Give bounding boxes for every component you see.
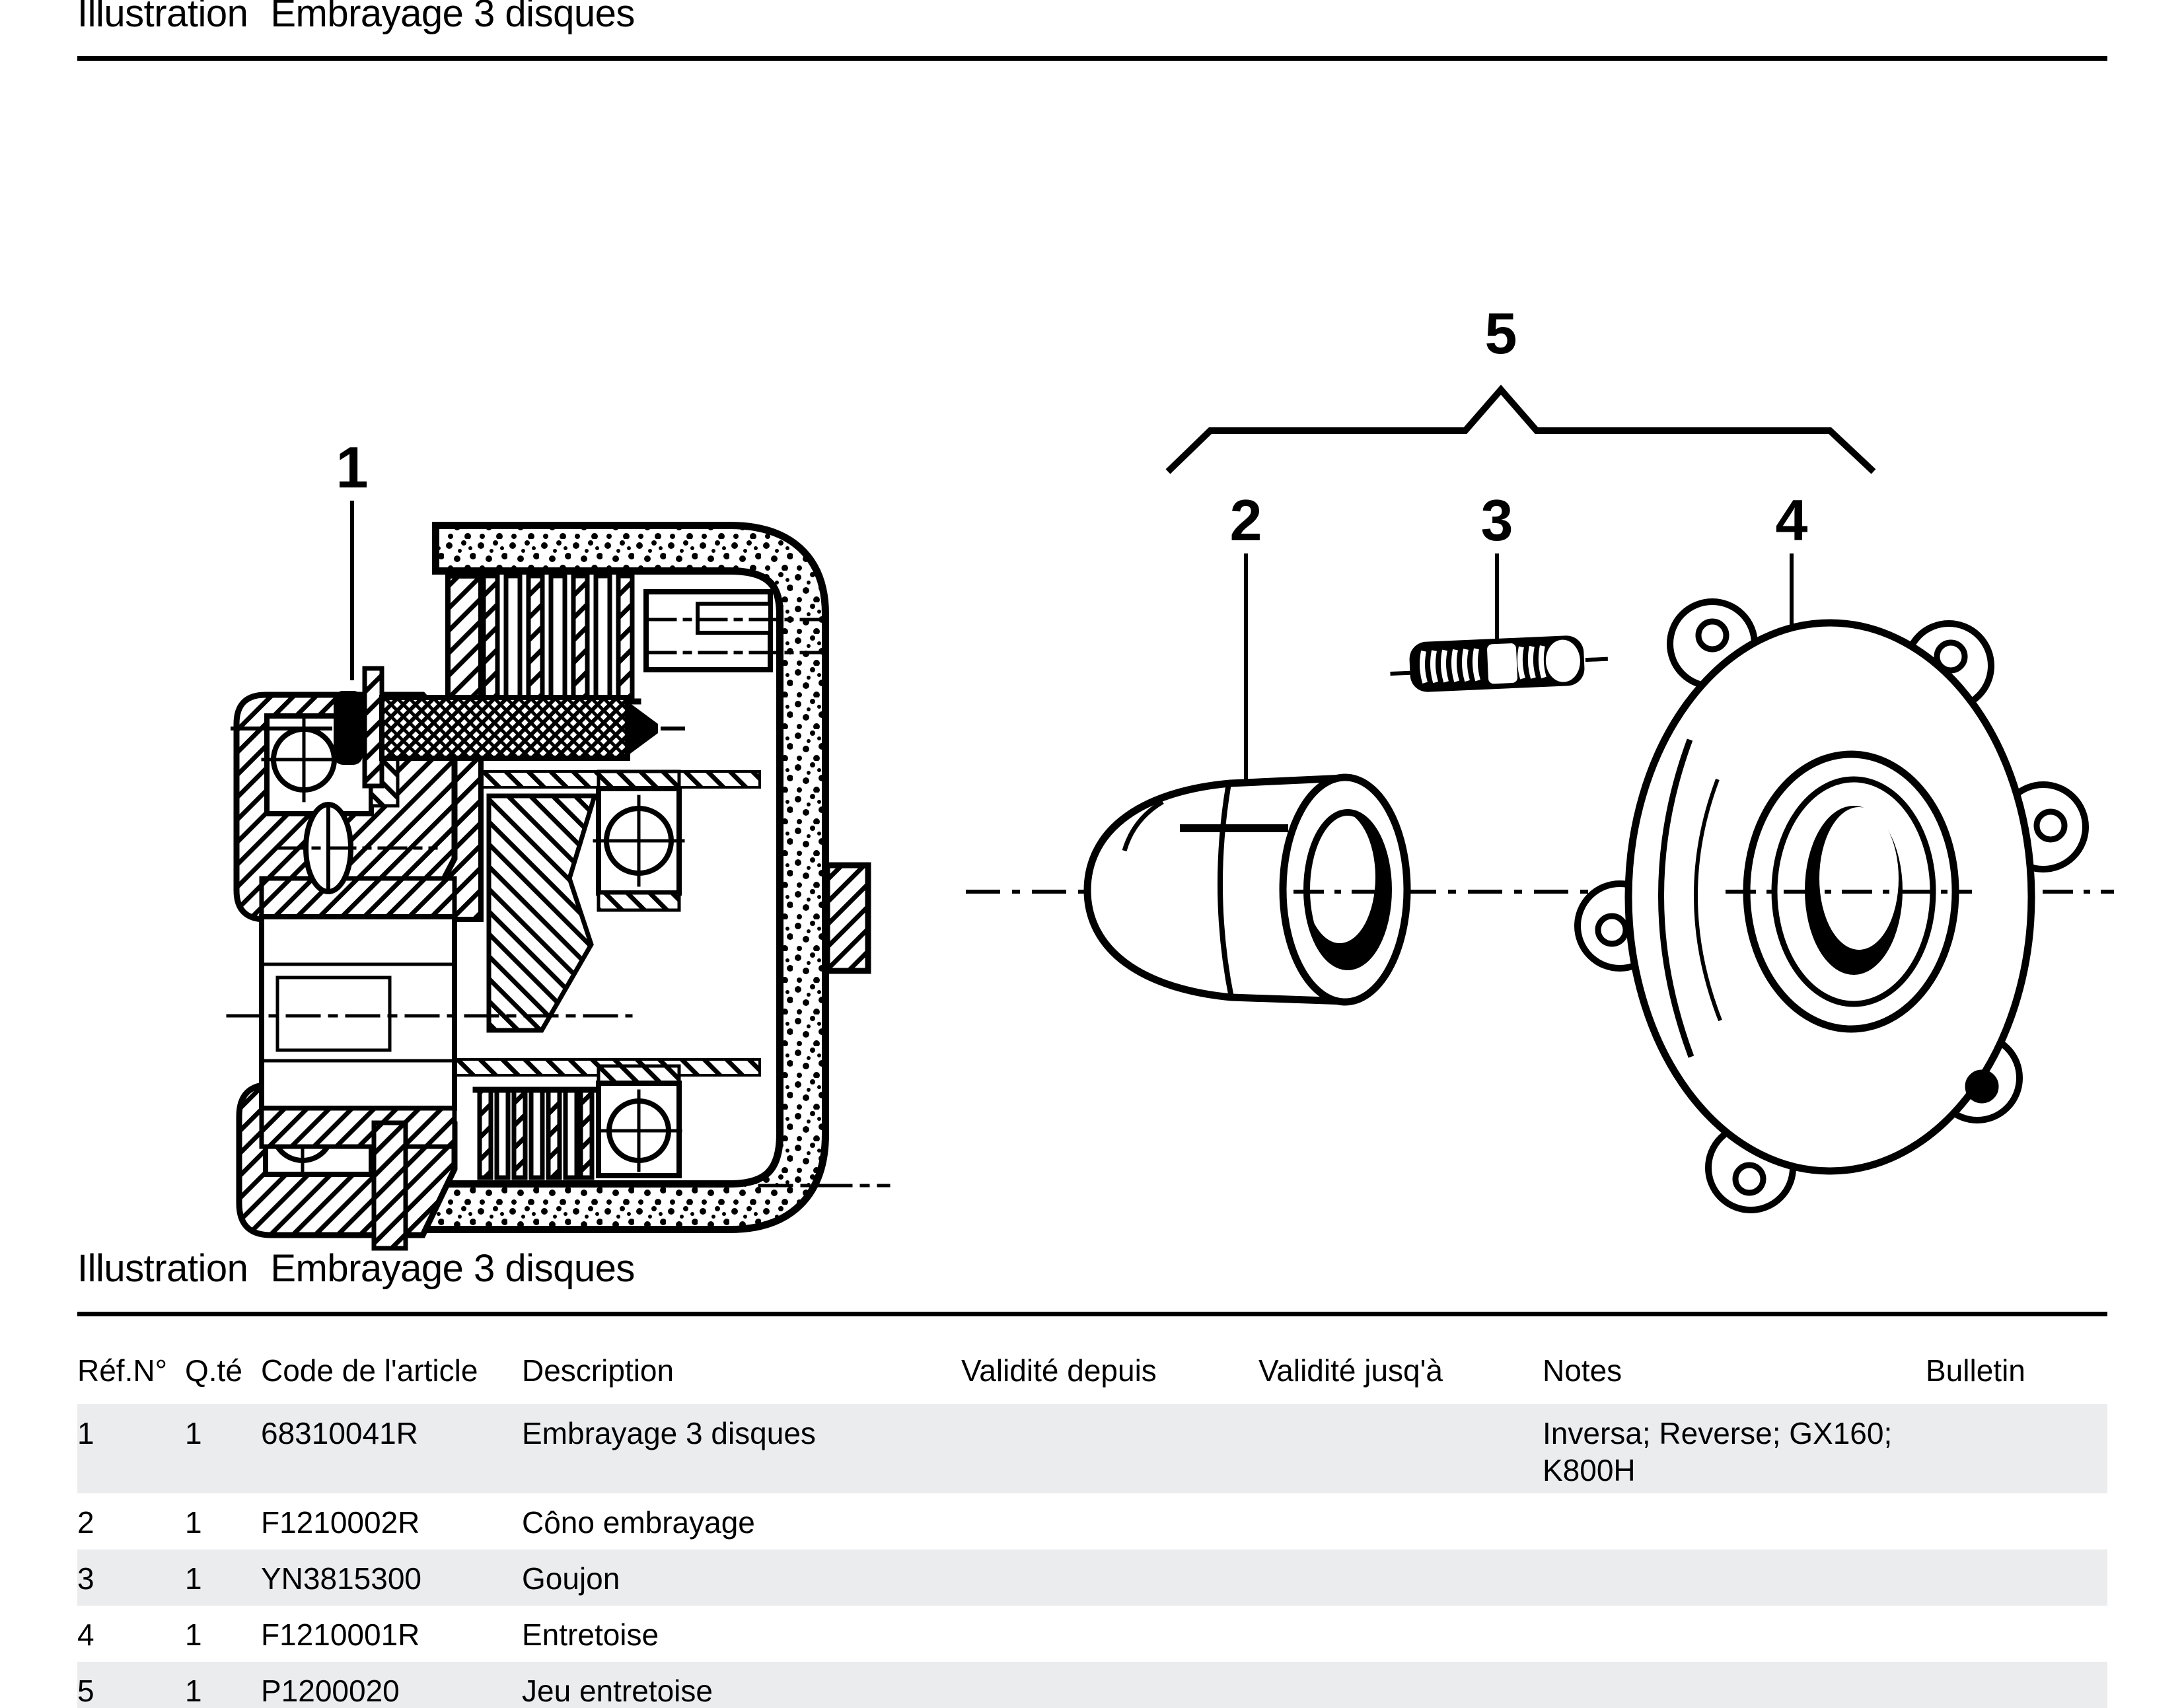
cell-ref: 2 <box>77 1505 94 1540</box>
clutch-disc-stack-top <box>476 573 641 705</box>
col-header-code: Code de l'article <box>261 1353 478 1388</box>
clutch-disc-stack-bottom <box>472 1086 599 1180</box>
callout-1[interactable]: 1 <box>336 435 369 500</box>
cone-drawing <box>1083 773 1411 1006</box>
clutch-bearing-block-upper <box>233 692 458 923</box>
flange-ear-holes <box>1595 618 2068 1196</box>
clutch-assembly-drawing <box>226 522 891 1251</box>
header-divider <box>77 56 2107 61</box>
cell-code: 68310041R <box>261 1416 418 1450</box>
cell-qty: 1 <box>185 1505 202 1540</box>
clutch-pivot-knob <box>275 802 438 894</box>
clutch-bearing-upper-right <box>593 769 685 912</box>
cell-qty: 1 <box>185 1618 202 1652</box>
cell-code: YN3815300 <box>261 1561 421 1596</box>
page-title-subject: Embrayage 3 disques <box>270 0 635 35</box>
cell-qty: 1 <box>185 1674 202 1708</box>
clutch-bolt <box>231 666 685 789</box>
table-divider <box>77 1312 2107 1316</box>
cell-valid-from <box>961 1493 1258 1549</box>
group-bracket <box>1165 384 1876 474</box>
cell-desc: Côno embrayage <box>522 1505 755 1540</box>
cell-notes <box>1543 1493 1926 1549</box>
page-title: Illustration Embrayage 3 disques <box>77 0 635 37</box>
clutch-right-boss <box>824 862 871 974</box>
clutch-post <box>371 1120 408 1251</box>
parts-table: Réf.N° Q.té Code de l'article Descriptio… <box>77 1349 2107 1708</box>
cell-qty: 1 <box>185 1561 202 1596</box>
col-header-desc: Description <box>522 1353 674 1388</box>
callout-leaders <box>350 501 1794 783</box>
figure-heading-label: Illustration <box>77 1247 248 1290</box>
cell-code: P1200020 <box>261 1674 400 1708</box>
cell-notes <box>1543 1662 1926 1708</box>
cell-ref: 3 <box>77 1561 94 1596</box>
clutch-sleeve <box>259 876 457 1149</box>
cell-ref: 5 <box>77 1674 94 1708</box>
col-header-qty: Q.té <box>185 1353 242 1388</box>
col-header-valid-to: Validité jusq'à <box>1258 1353 1443 1388</box>
cell-bulletin <box>1926 1404 2107 1493</box>
col-header-ref: Réf.N° <box>77 1353 167 1388</box>
clutch-hub-top-right <box>643 589 825 672</box>
cell-desc: Jeu entretoise <box>522 1674 713 1708</box>
cell-valid-to <box>1258 1493 1543 1549</box>
figure-heading-subject: Embrayage 3 disques <box>270 1247 635 1290</box>
col-header-valid-from: Validité depuis <box>961 1353 1157 1388</box>
cell-desc: Embrayage 3 disques <box>522 1416 816 1450</box>
cell-bulletin <box>1926 1493 2107 1549</box>
flange-drawing <box>1574 598 2114 1213</box>
cell-desc: Goujon <box>522 1561 620 1596</box>
cell-valid-to <box>1258 1662 1543 1708</box>
cell-valid-from <box>961 1606 1258 1662</box>
cell-valid-from <box>961 1662 1258 1708</box>
cell-qty: 1 <box>185 1416 202 1450</box>
page-title-label: Illustration <box>77 0 248 35</box>
cell-notes <box>1543 1606 1926 1662</box>
clutch-hub-section <box>486 793 598 1033</box>
col-header-notes: Notes <box>1543 1353 1622 1388</box>
cell-code: F1210001R <box>261 1618 420 1652</box>
figure-heading: Illustration Embrayage 3 disques <box>77 1246 635 1292</box>
callout-5[interactable]: 5 <box>1485 301 1517 366</box>
clutch-housing-fill <box>396 529 822 1226</box>
cell-valid-to <box>1258 1404 1543 1493</box>
cell-bulletin <box>1926 1606 2107 1662</box>
cell-bulletin <box>1926 1549 2107 1606</box>
cell-code: F1210002R <box>261 1505 420 1540</box>
cell-valid-to <box>1258 1606 1543 1662</box>
cell-notes: Inversa; Reverse; GX160; K800H <box>1543 1416 1893 1487</box>
table-row[interactable]: 5 1 P1200020 Jeu entretoise <box>77 1662 2107 1708</box>
cell-notes <box>1543 1549 1926 1606</box>
cell-bulletin <box>1926 1662 2107 1708</box>
table-row[interactable]: 1 1 68310041R Embrayage 3 disques Invers… <box>77 1404 2107 1493</box>
callout-4[interactable]: 4 <box>1776 487 1808 553</box>
cell-valid-from <box>961 1549 1258 1606</box>
table-row[interactable]: 2 1 F1210002R Côno embrayage <box>77 1493 2107 1549</box>
table-header-row: Réf.N° Q.té Code de l'article Descriptio… <box>77 1349 2107 1404</box>
cell-desc: Entretoise <box>522 1618 659 1652</box>
clutch-bearing-lower-right <box>596 1064 682 1178</box>
table-row[interactable]: 3 1 YN3815300 Goujon <box>77 1549 2107 1606</box>
cell-ref: 4 <box>77 1618 94 1652</box>
stud-drawing <box>1390 635 1608 692</box>
table-row[interactable]: 4 1 F1210001R Entretoise <box>77 1606 2107 1662</box>
cell-valid-to <box>1258 1549 1543 1606</box>
cell-ref: 1 <box>77 1416 94 1450</box>
callout-2[interactable]: 2 <box>1230 487 1262 553</box>
callout-3[interactable]: 3 <box>1481 487 1513 553</box>
col-header-bulletin: Bulletin <box>1926 1353 2025 1388</box>
cell-valid-from <box>961 1404 1258 1493</box>
